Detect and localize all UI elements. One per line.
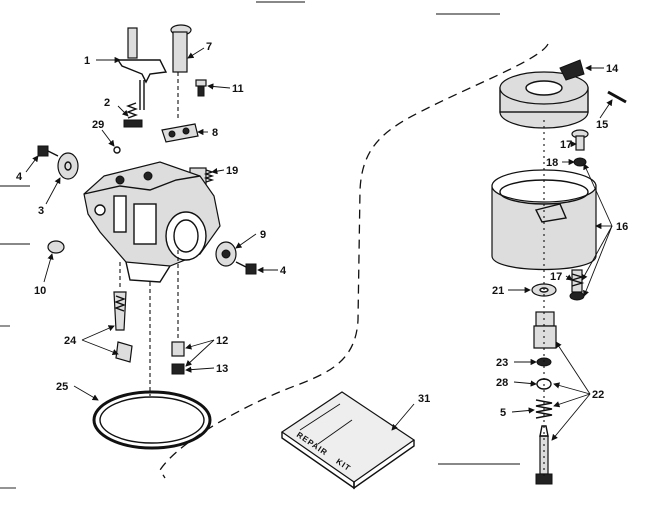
- screw-17-top: [571, 129, 589, 151]
- label-19: 19: [226, 165, 238, 177]
- throttle-shaft: [116, 27, 168, 110]
- spring-5: [535, 399, 553, 419]
- seat-22: [533, 311, 557, 349]
- label-14: 14: [606, 63, 619, 75]
- label-9: 9: [260, 229, 266, 241]
- label-18: 18: [546, 157, 558, 169]
- spring-2: [123, 102, 143, 128]
- label-29: 29: [92, 119, 104, 131]
- repair-kit-boundary: [159, 43, 549, 479]
- screw-13: [171, 363, 185, 375]
- gasket-9: [215, 241, 237, 267]
- label-25: 25: [56, 381, 68, 393]
- label-13: 13: [216, 363, 228, 375]
- part-labels: 1 7 11 2 29 8 4 19 3 9 10 4 24 12 13 25 …: [16, 41, 628, 419]
- plate-3: [57, 152, 79, 180]
- label-11: 11: [232, 83, 244, 95]
- float-14: [499, 59, 589, 129]
- border-marks: [0, 1, 520, 489]
- label-3: 3: [38, 205, 44, 217]
- label-8: 8: [212, 127, 218, 139]
- label-4-right: 4: [280, 265, 287, 277]
- label-4-left: 4: [16, 171, 23, 183]
- leader-lines: [25, 47, 613, 441]
- screw-11: [195, 79, 207, 97]
- label-22: 22: [592, 389, 604, 401]
- label-24: 24: [64, 335, 77, 347]
- label-15: 15: [596, 119, 608, 131]
- choke-shaft: [170, 24, 192, 120]
- plate-8: [161, 123, 199, 143]
- screw-4-right: [235, 261, 257, 275]
- label-17-bottom: 17: [550, 271, 562, 283]
- plug-10: [47, 240, 65, 254]
- bowl-gasket-25: [92, 390, 212, 450]
- label-23: 23: [496, 357, 508, 369]
- carburetor-body: [83, 161, 221, 283]
- screw-17-bottom: [569, 269, 585, 301]
- label-10: 10: [34, 285, 46, 297]
- label-7: 7: [206, 41, 212, 53]
- float-bowl-16: [491, 169, 597, 271]
- repair-kit-box: REPAIRKIT: [280, 391, 416, 490]
- label-1: 1: [84, 55, 90, 67]
- label-21: 21: [492, 285, 504, 297]
- label-31: 31: [418, 393, 430, 405]
- label-5: 5: [500, 407, 506, 419]
- label-12: 12: [216, 335, 228, 347]
- label-2: 2: [104, 97, 110, 109]
- label-28: 28: [496, 377, 508, 389]
- label-17-top: 17: [560, 139, 572, 151]
- needle-22: [535, 425, 553, 485]
- float-pin-15: [607, 90, 627, 104]
- screw-4-left: [37, 145, 59, 157]
- ball-29: [113, 146, 121, 154]
- label-16: 16: [616, 221, 628, 233]
- screw-12: [171, 250, 185, 357]
